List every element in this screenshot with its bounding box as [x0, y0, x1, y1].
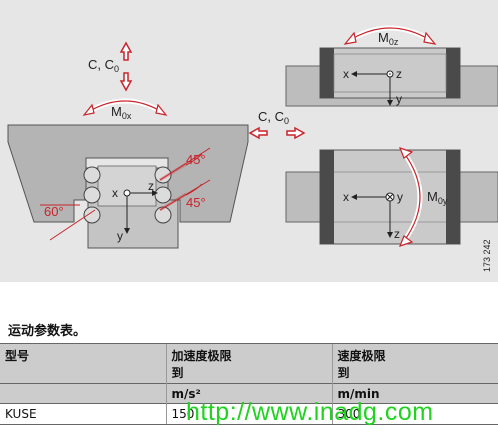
header-speed: 速度极限 到 — [331, 343, 498, 384]
cell-speed: 300 — [331, 403, 498, 425]
angle-upper-label: 45° — [186, 152, 206, 167]
motion-parameters-table: 型号 加速度极限 到 速度极限 到 m/s² m/min KUSE 150 30… — [0, 343, 498, 425]
carriage-body — [7, 124, 249, 223]
svg-text:z: z — [394, 227, 400, 241]
moment-y-label: M0y — [427, 189, 448, 206]
table-caption: 运动参数表。 — [8, 324, 87, 339]
cell-model: KUSE — [0, 403, 166, 425]
axis-x-label: x — [112, 186, 118, 200]
moment-x-label: M0x — [111, 104, 132, 121]
header-model: 型号 — [0, 343, 166, 384]
svg-text:x: x — [343, 67, 349, 81]
table-unit-row: m/s² m/min — [0, 383, 498, 404]
vertical-load-arrow — [119, 41, 133, 92]
svg-text:x: x — [343, 190, 349, 204]
guide-diagram: C, C0 M0x x z y 45° 45° 6 — [0, 0, 498, 282]
figure-number: 173 242 — [482, 239, 492, 272]
axis-y-label: y — [117, 229, 123, 243]
moment-z-label: M0z — [378, 30, 399, 47]
svg-text:y: y — [397, 190, 403, 204]
angle-left-label: 60° — [44, 204, 64, 219]
header-acceleration: 加速度极限 到 — [165, 343, 332, 384]
unit-speed: m/min — [331, 383, 498, 404]
horizontal-load-arrow — [248, 126, 306, 140]
axis-z-label: z — [148, 179, 154, 193]
angle-lower-label: 45° — [186, 195, 206, 210]
svg-text:z: z — [396, 67, 402, 81]
force-label-top: C, C0 — [88, 57, 119, 74]
table-row: KUSE 150 300 — [0, 403, 498, 425]
table-header-row: 型号 加速度极限 到 速度极限 到 — [0, 343, 498, 384]
force-label-side: C, C0 — [258, 109, 289, 126]
ball-rows — [83, 166, 172, 224]
cell-acceleration: 150 — [165, 403, 332, 425]
svg-text:y: y — [396, 92, 402, 106]
unit-acceleration: m/s² — [165, 383, 332, 404]
unit-model — [0, 383, 166, 404]
watermark-url: http://www.inadg.com — [186, 398, 434, 426]
